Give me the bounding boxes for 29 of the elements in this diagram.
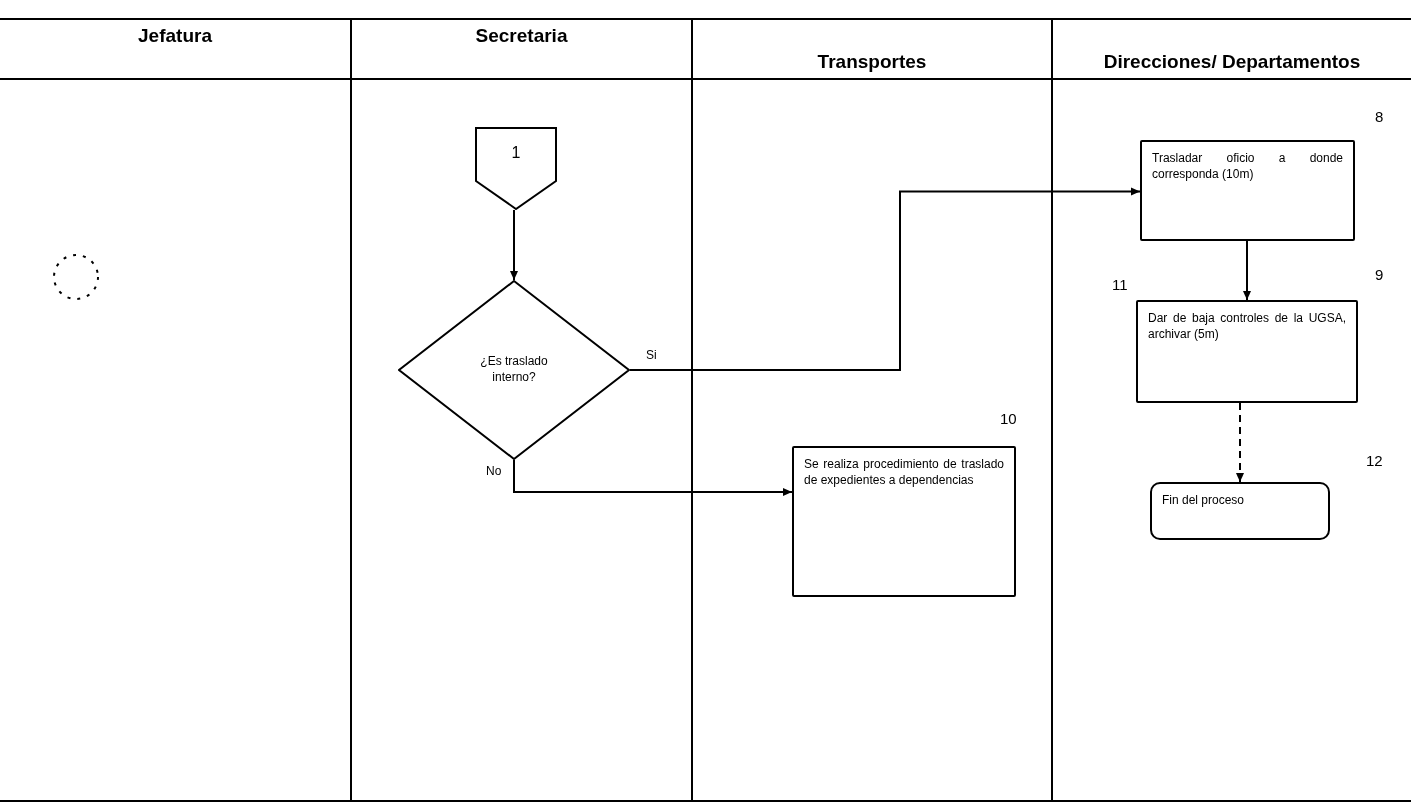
- box-text: Dar de baja controles de la UGSA, archivar (5m): [1148, 310, 1346, 343]
- decision-diamond: ¿Es traslado interno?: [398, 280, 630, 460]
- arrow: [1236, 402, 1244, 483]
- box-text: Se realiza procedimiento de traslado de expedientes a dependencias: [804, 456, 1004, 489]
- process-box: [1140, 140, 1355, 241]
- step-number: 11: [1112, 276, 1128, 293]
- lane-title: Secretaria: [474, 24, 569, 48]
- step-number: 9: [1375, 266, 1384, 283]
- lane-title: Jefatura: [137, 24, 213, 48]
- step-number: 10: [1000, 410, 1017, 427]
- process-box: [1136, 300, 1358, 403]
- arrow: [510, 209, 518, 281]
- arrow: [629, 187, 1141, 371]
- swimlane: [352, 18, 693, 802]
- edge-label: No: [484, 464, 504, 478]
- box-text: Fin del proceso: [1162, 492, 1246, 509]
- box-text: Trasladar oficio a donde corresponda (10m): [1152, 150, 1343, 183]
- edge-label: Si: [644, 348, 659, 362]
- arrow: [513, 459, 793, 496]
- swimlane: [693, 18, 1053, 802]
- lane-title: Transportes: [816, 50, 928, 74]
- step-number: 12: [1366, 452, 1383, 469]
- lane-title: Direcciones/ Departamentos: [1102, 50, 1362, 74]
- end-terminator: [1150, 482, 1330, 540]
- process-box: [792, 446, 1016, 597]
- step-number: 8: [1375, 108, 1384, 125]
- off-page-connector: 1: [475, 127, 557, 210]
- swimlane: [0, 18, 352, 802]
- arrow: [1243, 240, 1251, 301]
